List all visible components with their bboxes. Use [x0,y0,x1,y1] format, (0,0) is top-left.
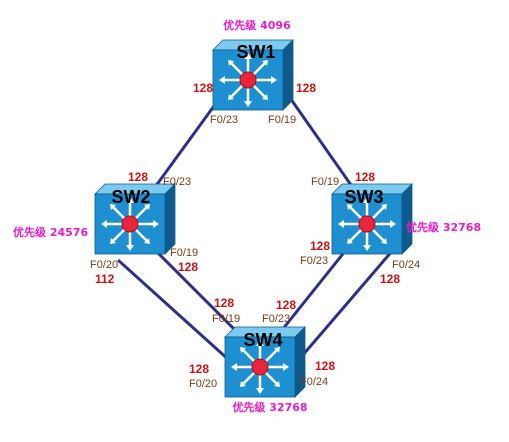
port-cost-sw1-f019: 128 [296,81,316,95]
port-id-sw2-f019: F0/19 [170,247,198,259]
port-id-sw1-f019: F0/19 [268,114,296,126]
switch-sw2[interactable]: SW2 优先级 24576 [13,182,177,256]
bridge-priority: 优先级 32768 [406,220,481,234]
port-cost-sw4-f024: 128 [315,359,335,373]
switch-sw4[interactable]: SW4 优先级 32768 [223,325,308,414]
switch-label: SW3 [344,187,383,207]
bridge-priority: 优先级 32768 [232,400,307,414]
port-cost-sw4-f023: 128 [276,298,296,312]
port-cost-sw2-f019: 128 [178,260,198,274]
port-id-sw3-f024: F0/24 [392,259,420,271]
switch-label: SW4 [243,330,282,350]
switch-label: SW2 [111,187,150,207]
switch-sw3[interactable]: SW3 优先级 32768 [330,182,481,256]
port-id-sw4-f019: F0/19 [212,313,240,325]
port-cost-sw3-f023: 128 [310,239,330,253]
port-cost-sw4-f019: 128 [214,296,234,310]
port-id-sw3-f019: F0/19 [311,176,339,188]
port-id-sw2-f023: F0/23 [163,176,191,188]
port-cost-sw4-f020: 128 [189,362,209,376]
link-sw1-sw3 [286,94,360,196]
port-id-sw3-f023: F0/23 [300,255,328,267]
link-sw3-sw4-f024 [288,249,395,371]
port-cost-sw2-f020: 112 [95,272,115,286]
port-id-sw4-f023: F0/23 [262,313,290,325]
port-id-sw4-f020: F0/20 [189,378,217,390]
switch-sw1[interactable]: SW1 优先级 4096 [211,18,295,112]
bridge-priority: 优先级 24576 [13,225,88,239]
port-cost-sw1-f023: 128 [193,81,213,95]
link-sw2-sw4-f020 [116,258,242,372]
port-id-sw2-f020: F0/20 [90,259,118,271]
port-cost-sw2-f023: 128 [128,170,148,184]
port-id-sw4-f024: F0/24 [300,376,328,388]
port-cost-sw3-f024: 128 [380,272,400,286]
bridge-priority: 优先级 4096 [223,18,291,32]
port-id-sw1-f023: F0/23 [210,114,238,126]
port-cost-sw3-f019: 128 [355,170,375,184]
switch-label: SW1 [236,42,275,62]
